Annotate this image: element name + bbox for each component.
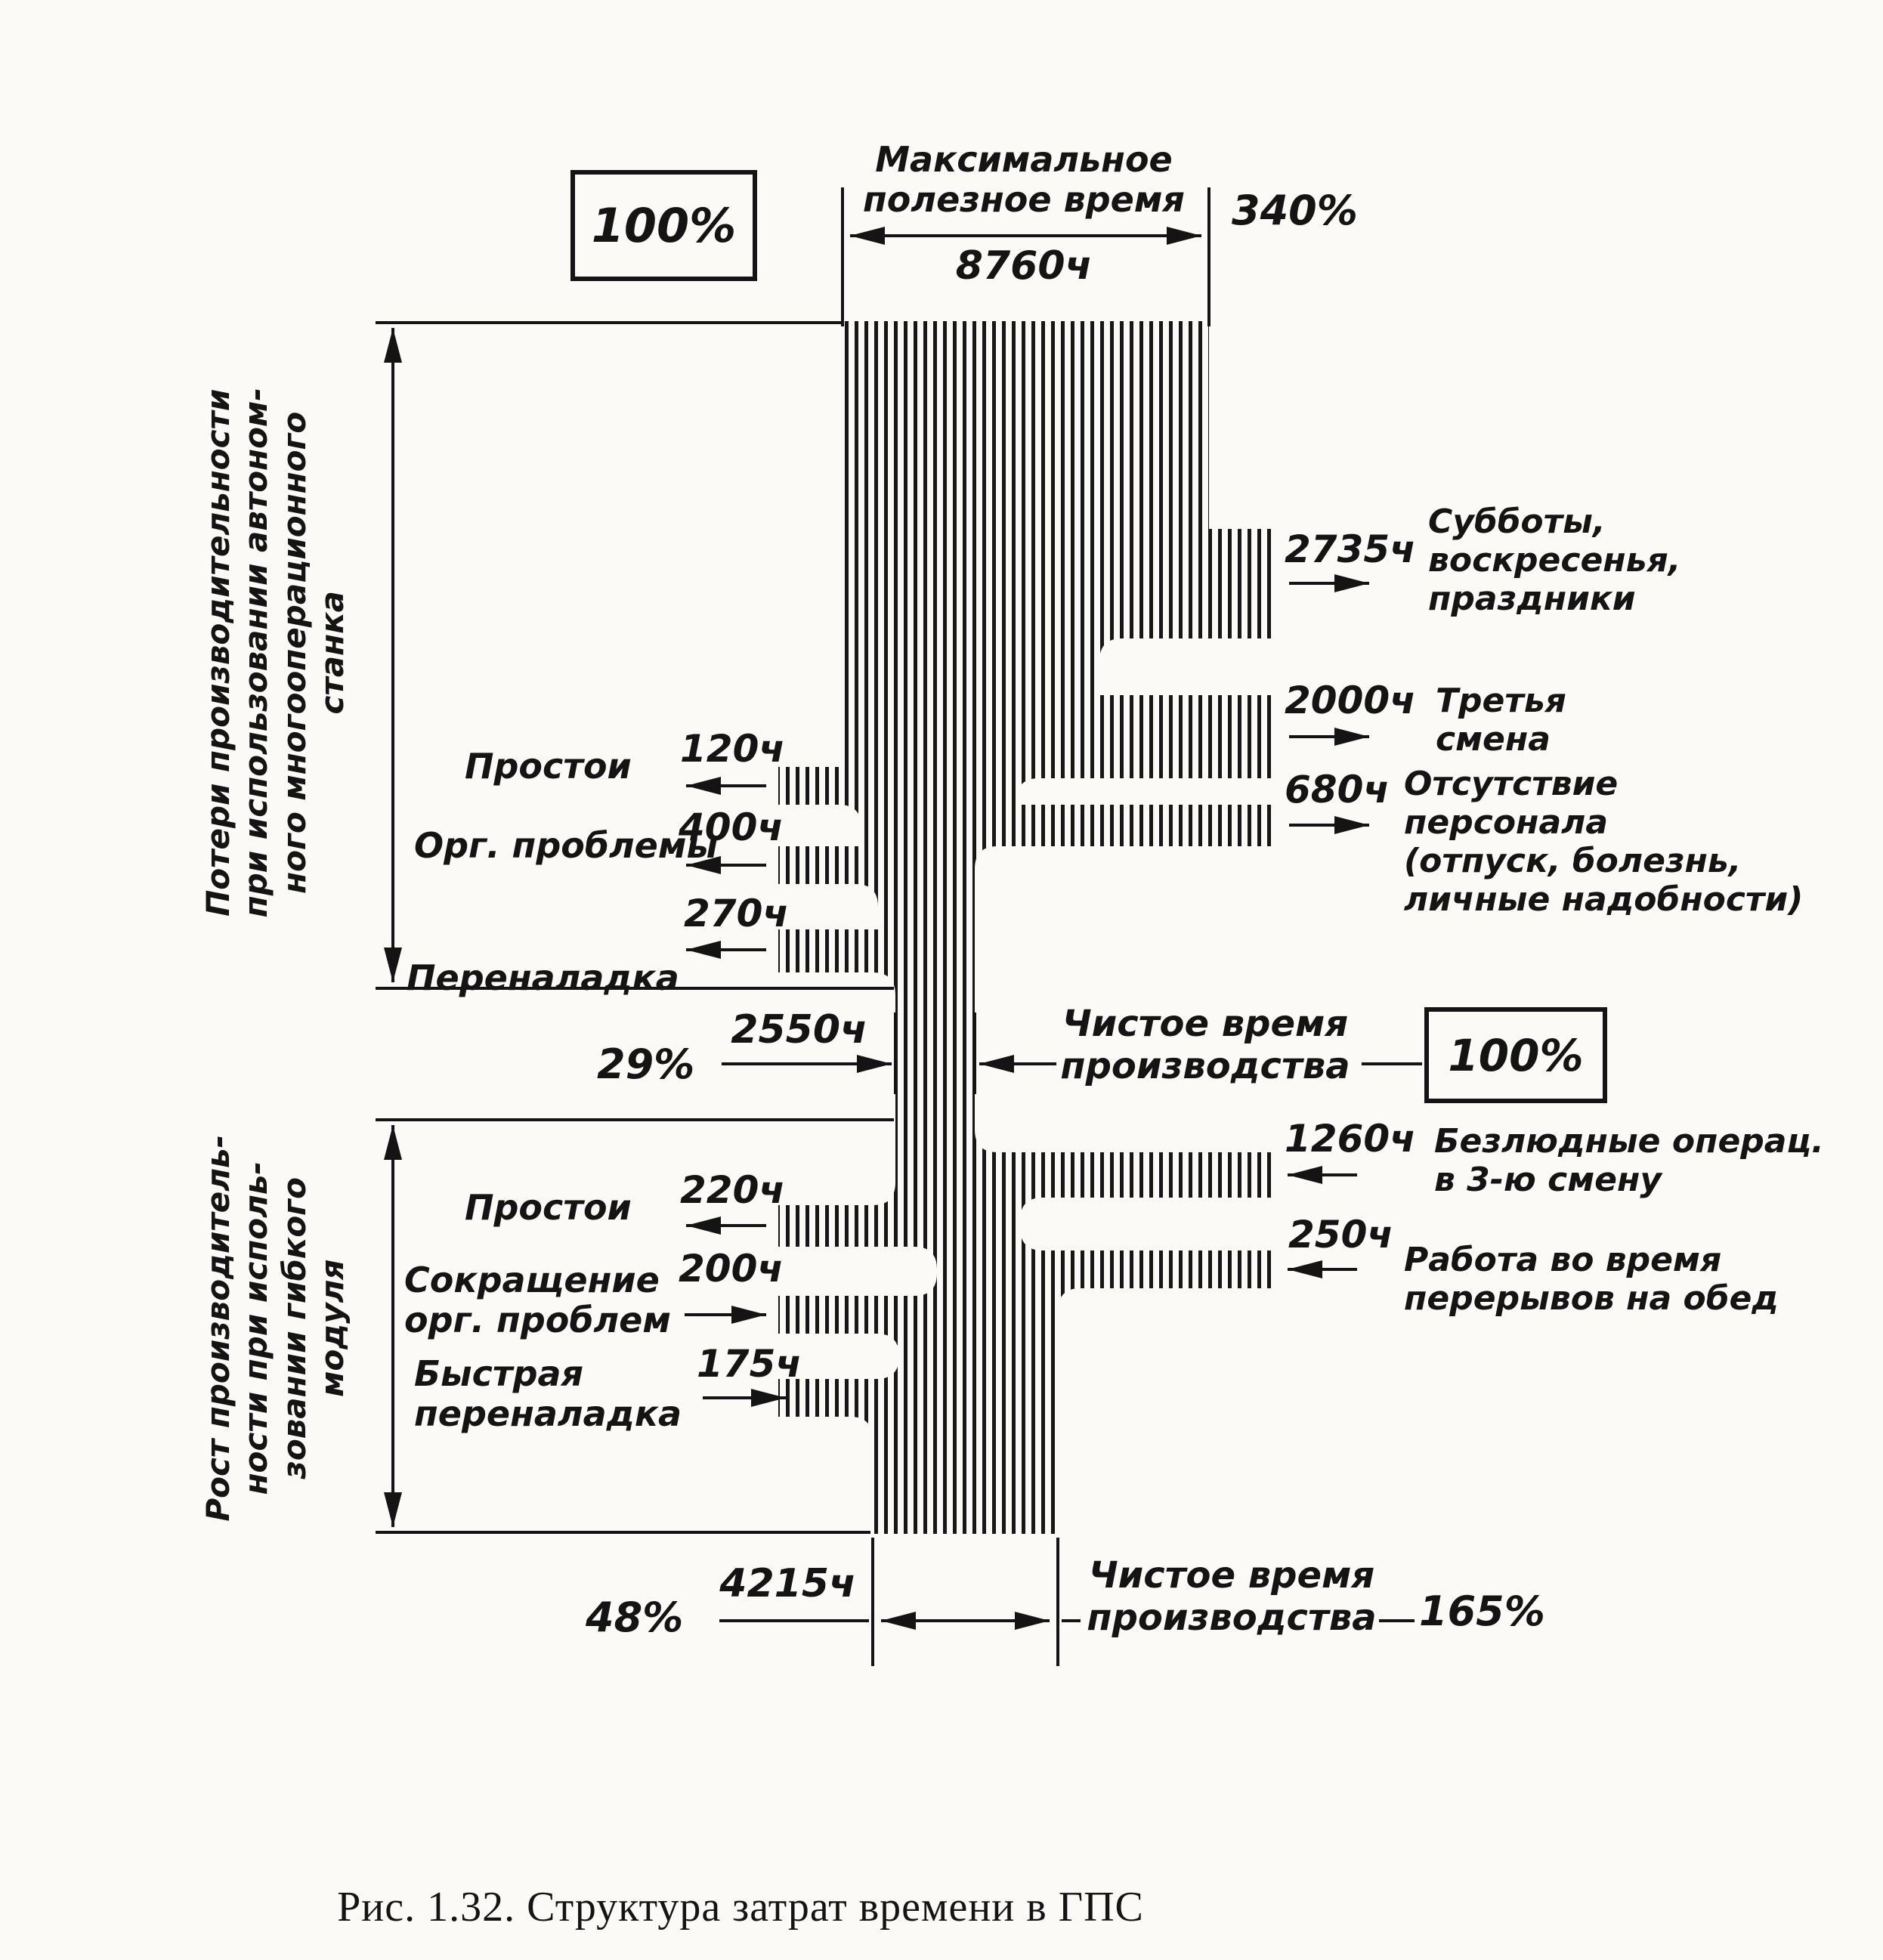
flow-top-section: [778, 321, 1277, 995]
flow-fillet: [975, 1130, 997, 1152]
flow-fillet: [1016, 778, 1039, 801]
flow-fillet: [873, 1182, 895, 1205]
middle-hours: 2550ч: [731, 1007, 867, 1053]
branch-hours: 2000ч: [1285, 679, 1416, 722]
flow-branch-absence: [975, 805, 1277, 846]
branch-name: Сокращение орг. проблем: [404, 1260, 671, 1341]
flow-segment: [861, 767, 1016, 805]
branch-label: Третья смена: [1436, 682, 1566, 759]
flow-segment: [878, 846, 975, 884]
flow-fillet: [855, 884, 878, 907]
branch-hours: 220ч: [680, 1168, 785, 1212]
net-time-percent: 165%: [1419, 1587, 1545, 1635]
branch-hours: 120ч: [680, 727, 785, 771]
flow-bottom-section: [778, 1130, 1277, 1534]
max-useful-hours: 8760ч: [955, 243, 1093, 289]
branch-hours: 250ч: [1288, 1213, 1393, 1257]
flow-fillet: [914, 1247, 937, 1269]
flow-fillet: [873, 972, 895, 995]
dimension-lines: [376, 187, 1422, 1666]
flow-inflow-unmanned: [895, 1152, 1277, 1198]
branch-hours: 2735ч: [1285, 527, 1416, 571]
branch-label: Безлюдные операц. в 3-ю смену: [1434, 1122, 1824, 1200]
branch-hours: 1260ч: [1285, 1117, 1416, 1161]
branch-name: Простои: [465, 746, 632, 787]
middle-percent: 29%: [597, 1040, 695, 1088]
flow-segment: [843, 695, 1016, 767]
flow-branch-weekends: [1099, 529, 1277, 638]
flow-middle-stem: [895, 990, 975, 1152]
flow-fillet: [1020, 1198, 1043, 1220]
flow-branch-org-problems: [778, 846, 878, 884]
flow-branch-changeover: [778, 929, 895, 972]
branch-hours: 270ч: [684, 892, 789, 935]
top-axis-label: Потери производительности при использова…: [199, 388, 351, 918]
flow-segment: [843, 321, 1209, 529]
flow-segment: [895, 990, 975, 1152]
flow-inflow-lunch-breaks: [937, 1251, 1277, 1288]
flow-fillet: [1099, 638, 1122, 661]
flow-segment: [899, 1334, 1058, 1379]
flow-segment: [878, 884, 975, 929]
flow-fillet: [877, 1334, 899, 1356]
flow-branch-downtime: [778, 1205, 1020, 1247]
flow-segment: [895, 972, 975, 990]
branch-hours: 175ч: [697, 1342, 802, 1386]
branch-name: Быстрая переналадка: [414, 1353, 682, 1435]
flow-fillet: [914, 1273, 937, 1296]
flow-fillet: [975, 846, 997, 869]
branch-name: Простои: [465, 1187, 632, 1228]
middle-percent-box: 100%: [1424, 1007, 1607, 1103]
flow-fillet: [1020, 1228, 1043, 1251]
branch-label: Работа во время перерывов на обед: [1404, 1241, 1779, 1319]
branch-name: Орг. проблемы: [414, 825, 719, 866]
flow-segment: [843, 529, 1099, 695]
branch-hours: 200ч: [679, 1247, 784, 1291]
branch-arrows: [685, 574, 1369, 1407]
branch-label: Отсутствие персонала (отпуск, болезнь, л…: [1404, 765, 1804, 920]
branch-name: Переналадка: [407, 957, 679, 998]
flow-fillet: [839, 805, 861, 827]
flow-segment: [937, 1247, 1020, 1251]
branch-hours: 680ч: [1285, 768, 1390, 812]
flow-inflow-fast-changeover: [778, 1379, 1058, 1417]
flow-inflow-org-reduction: [778, 1296, 1058, 1334]
flow-segment: [873, 1417, 1058, 1534]
flow-segment: [861, 805, 975, 846]
branch-hours: 400ч: [679, 805, 784, 849]
flow-segment: [937, 1288, 1058, 1296]
flow-branch-downtime: [778, 767, 861, 805]
figure-caption: Рис. 1.32. Структура затрат времени в ГП…: [337, 1884, 1144, 1931]
flow-segment: [895, 1198, 1020, 1205]
bottom-percent: 48%: [586, 1594, 684, 1641]
flow-branch-third-shift: [1016, 695, 1277, 778]
total-percent-label: 340%: [1232, 187, 1358, 234]
max-useful-time-label: Максимальное полезное время: [863, 139, 1185, 221]
net-time-label: Чистое время производства: [1087, 1554, 1377, 1639]
bottom-axis-label: Рост производитель- ности при исполь- зо…: [199, 1134, 351, 1522]
flow-fillet: [877, 1356, 899, 1379]
branch-label: Субботы, воскресенья, праздники: [1428, 502, 1681, 619]
flow-segment: [895, 929, 975, 972]
flow-fillet: [850, 1417, 873, 1439]
flow-fillet: [1058, 1288, 1081, 1311]
net-time-label: Чистое время производства: [1060, 1003, 1350, 1087]
top-percent-box: 100%: [570, 170, 757, 281]
bottom-hours: 4215ч: [719, 1561, 856, 1606]
